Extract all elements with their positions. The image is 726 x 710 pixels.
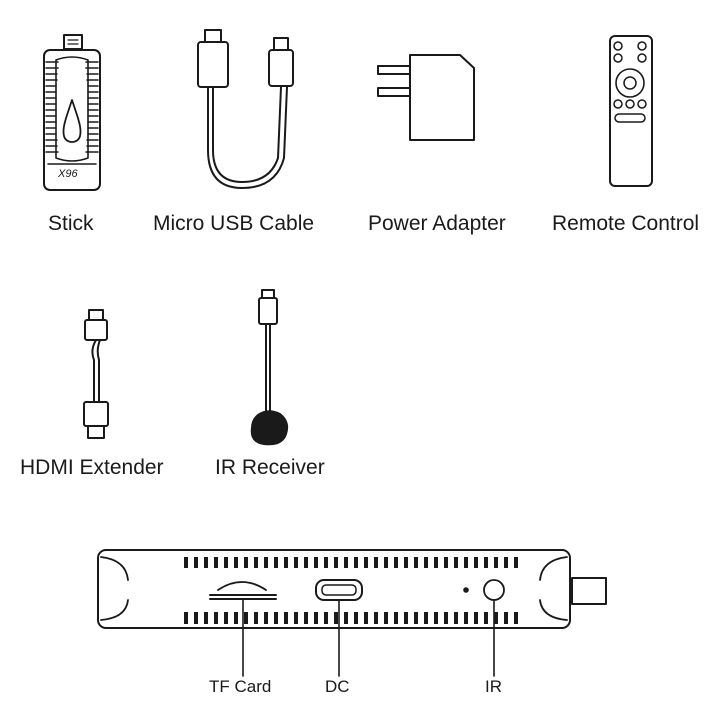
- stick-illustration: [43, 34, 101, 191]
- tf-card-port-label: TF Card: [209, 677, 272, 696]
- micro-usb-cable-label: Micro USB Cable: [153, 212, 315, 235]
- power-adapter-label: Power Adapter: [368, 212, 506, 235]
- stick-label: Stick: [48, 212, 94, 235]
- remote-control-illustration: [609, 35, 653, 187]
- ir-receiver-illustration: [250, 289, 289, 446]
- stick-side-view-illustration: [97, 549, 607, 677]
- hdmi-extender-illustration: [83, 309, 109, 439]
- micro-usb-cable-illustration: [197, 29, 294, 189]
- stick-brand-logo: X96: [58, 168, 78, 180]
- hdmi-extender-label: HDMI Extender: [20, 456, 164, 479]
- ir-receiver-label: IR Receiver: [215, 456, 325, 479]
- remote-control-label: Remote Control: [552, 212, 700, 235]
- ir-port-label: IR: [485, 677, 502, 696]
- dc-port-label: DC: [325, 677, 350, 696]
- power-adapter-illustration: [377, 54, 475, 141]
